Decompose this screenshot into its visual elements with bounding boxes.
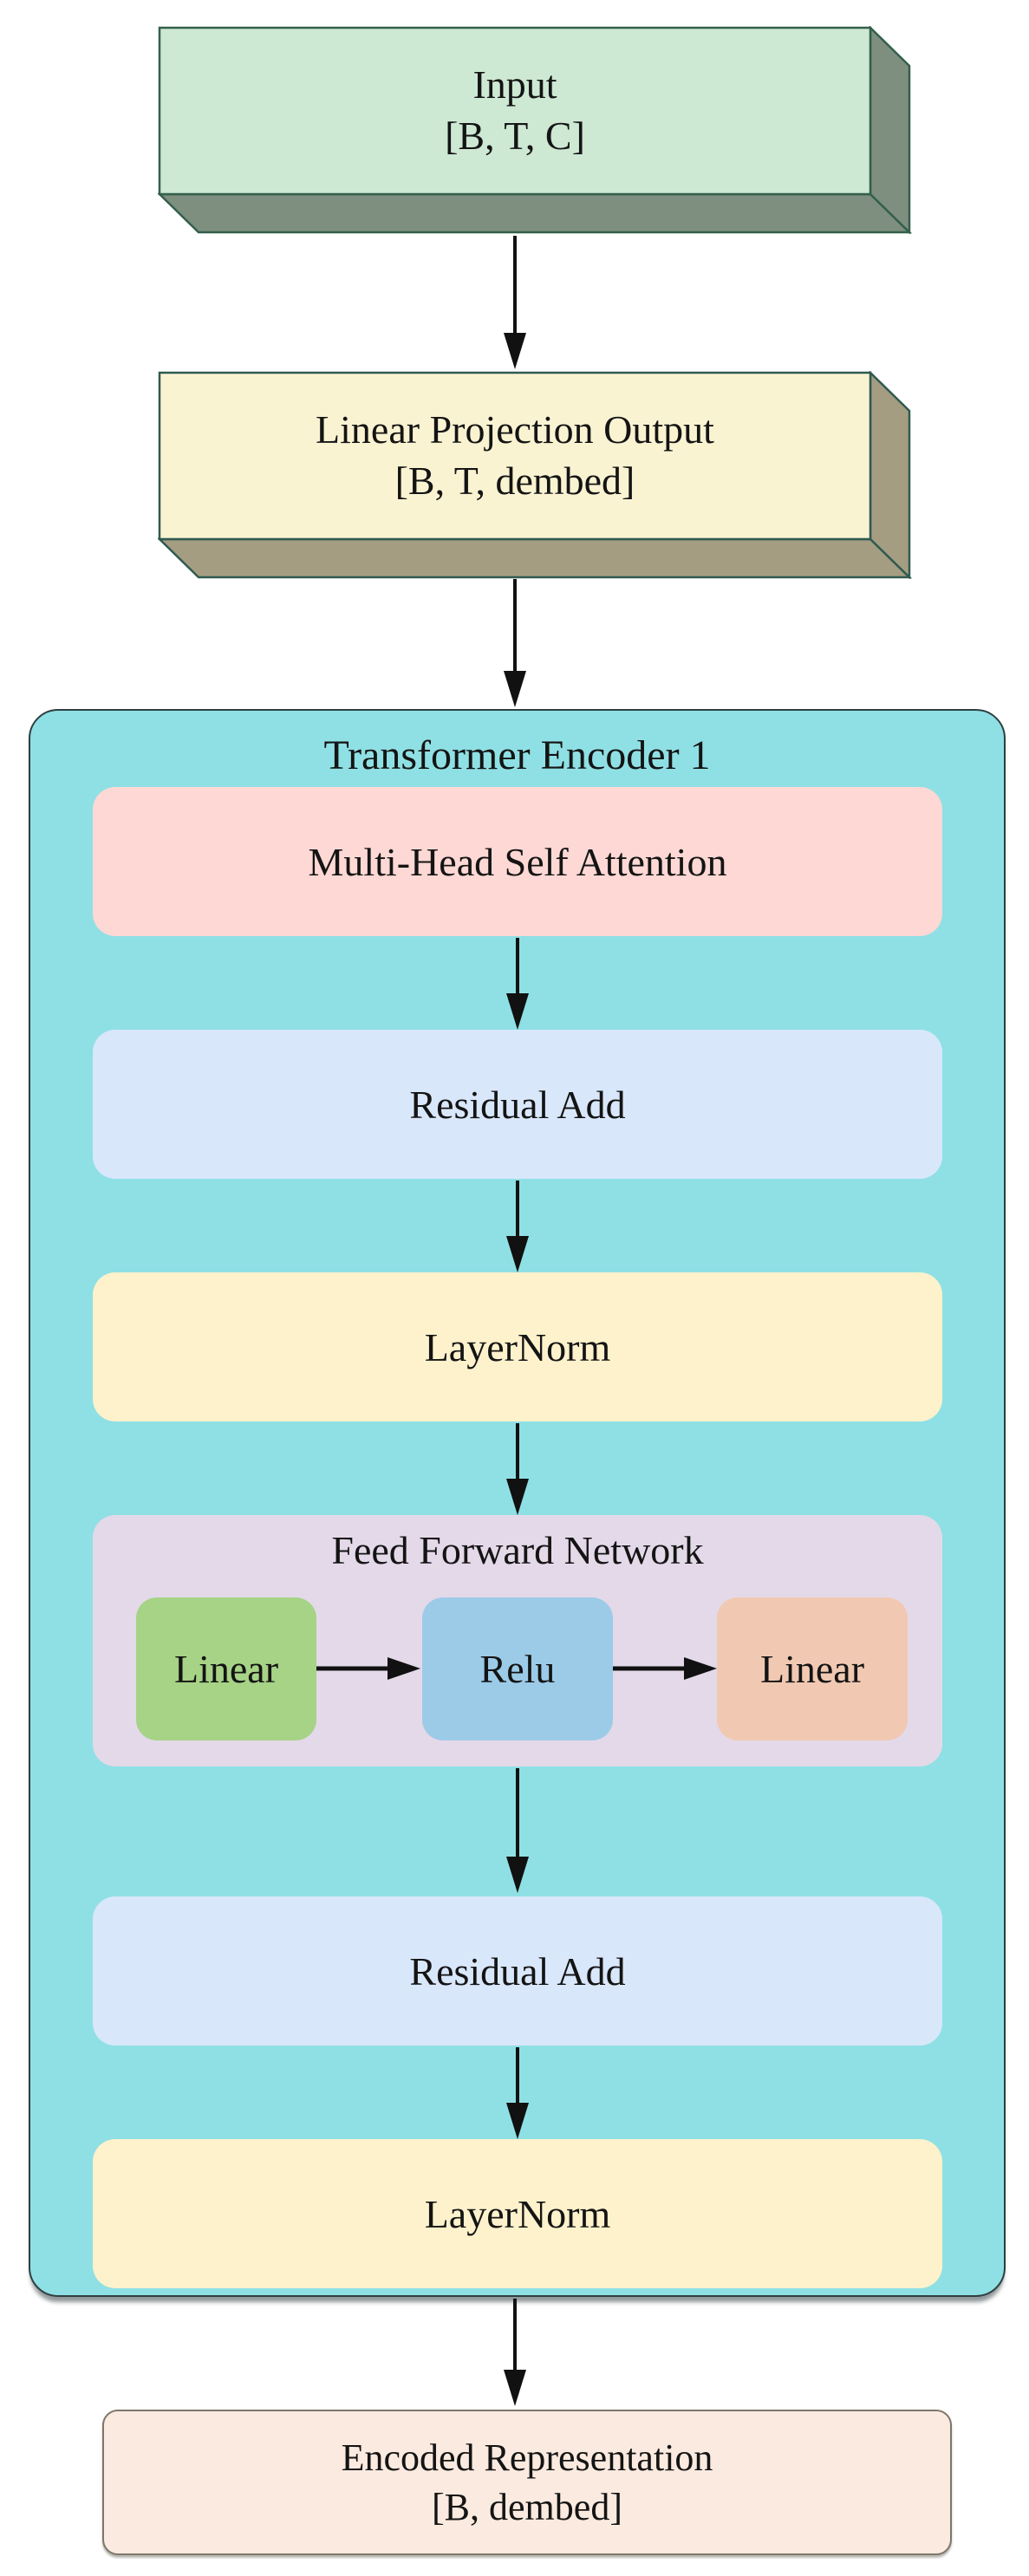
arrow-down-icon [505,1768,529,1893]
arrow-right-icon [613,1657,717,1680]
arrow-down-icon [505,2047,529,2139]
node-multi-head-self-attention-label: Multi-Head Self Attention [308,839,727,884]
projection-node-line1: Linear Projection Output [316,407,714,452]
output-node-line1: Encoded Representation [341,2436,713,2479]
ffn-node-linear-1-label: Linear [173,1647,279,1691]
projection-node-label: Linear Projection Output [B, T, dembed] [160,373,870,539]
projection-node-line2: [B, T, dembed] [394,459,635,503]
ffn-node-linear-2: Linear [717,1597,908,1740]
ffn-node-relu: Relu [422,1597,613,1740]
arrow-down-icon [503,2299,526,2406]
ffn-title: Feed Forward Network [331,1528,704,1572]
arrow-down-icon [503,236,526,369]
arrow-down-icon [505,1181,529,1272]
node-residual-add-1-label: Residual Add [409,1082,626,1127]
arrow-right-icon [316,1657,420,1680]
input-node-line2: [B, T, C] [445,114,585,158]
input-node-line1: Input [472,62,557,107]
node-layernorm-1-label: LayerNorm [424,1324,611,1369]
transformer-encoder-container: Transformer Encoder 1 Multi-Head Self At… [29,709,1006,2297]
output-node-line2: [B, dembed] [432,2486,622,2528]
ffn-node-linear-2-label: Linear [759,1647,865,1691]
node-layernorm-1: LayerNorm [93,1272,942,1421]
input-node-label: Input [B, T, C] [160,28,870,194]
node-residual-add-1: Residual Add [93,1030,942,1179]
projection-node: Linear Projection Output [B, T, dembed] [156,370,913,580]
arrow-down-icon [505,938,529,1030]
input-node: Input [B, T, C] [156,25,913,235]
node-layernorm-2: LayerNorm [93,2139,942,2288]
ffn-node-relu-label: Relu [479,1647,556,1691]
projection-3d-box-shape [156,370,913,580]
input-3d-box-shape [156,25,913,235]
output-node: Encoded Representation [B, dembed] [102,2410,952,2555]
encoder-title: Transformer Encoder 1 [323,732,711,778]
node-feed-forward-network: Feed Forward Network Linear Relu Linear [93,1515,942,1766]
node-residual-add-2-label: Residual Add [409,1948,626,1994]
node-multi-head-self-attention: Multi-Head Self Attention [93,787,942,936]
arrow-down-icon [505,1423,529,1515]
node-residual-add-2: Residual Add [93,1896,942,2046]
node-layernorm-2-label: LayerNorm [424,2191,611,2236]
ffn-node-linear-1: Linear [136,1597,316,1740]
arrow-down-icon [503,579,526,707]
